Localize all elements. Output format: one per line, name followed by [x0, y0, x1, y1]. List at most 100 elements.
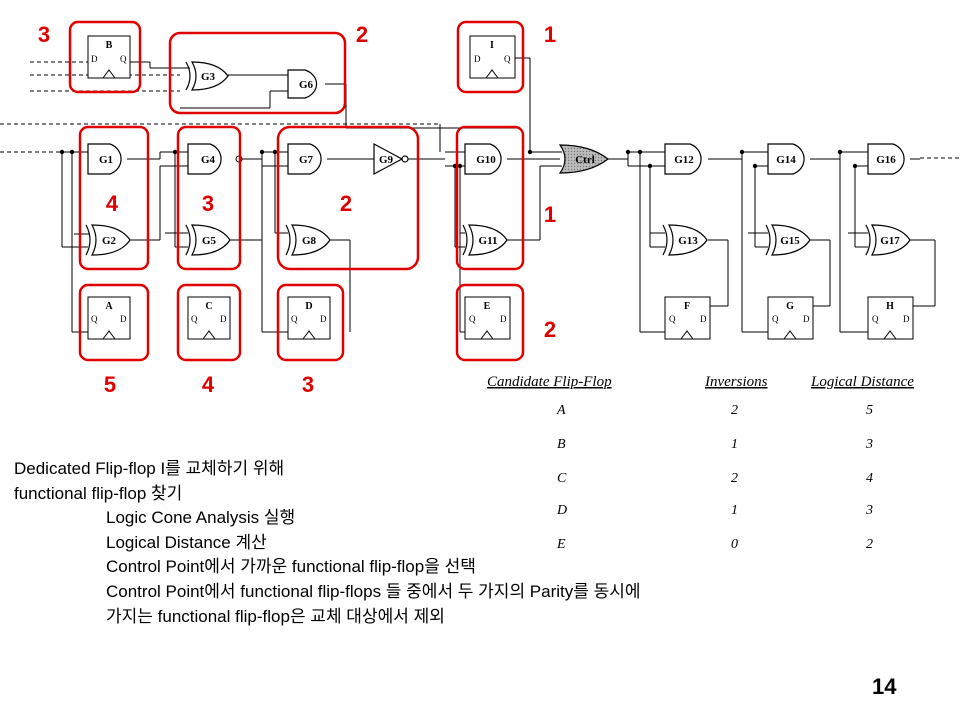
ff-label-c: C [205, 301, 212, 312]
gate-g15 [765, 224, 811, 256]
table-header-distance: Logical Distance [810, 374, 914, 390]
ff-label-e: E [484, 301, 491, 312]
gate-g3 [185, 61, 229, 91]
ff-c [187, 296, 231, 340]
label-g16: G16 [876, 154, 896, 166]
ff-label-g: G [786, 301, 794, 312]
gate-g4 [187, 143, 222, 175]
label-g8: G8 [302, 235, 317, 247]
table-cell: D [556, 503, 567, 518]
label-g3: G3 [201, 71, 216, 83]
distance-label-g10g11: 1 [544, 202, 556, 227]
wires [0, 57, 960, 333]
table-cell: 2 [731, 471, 738, 486]
notes-list: Dedicated Flip-flop I를 교체하기 위해 functiona… [14, 457, 641, 629]
ff-label-f: F [684, 301, 690, 312]
candidate-table: Candidate Flip-Flop Inversions Logical D… [487, 374, 914, 552]
ff-label-a: A [105, 301, 113, 312]
ff-label-d: D [305, 301, 312, 312]
pin-q: Q [772, 314, 779, 324]
highlight-a [78, 283, 150, 362]
gate-g5 [185, 224, 231, 256]
table-header-candidate: Candidate Flip-Flop [487, 374, 612, 390]
table-cell: 3 [865, 503, 873, 518]
gate-g10 [464, 143, 502, 175]
table-cell: A [556, 403, 566, 418]
label-g14: G14 [776, 154, 796, 166]
distance-label-g3g6: 2 [356, 22, 368, 47]
ff-g [767, 296, 814, 340]
gate-g6 [287, 69, 318, 99]
pin-q: Q [669, 314, 676, 324]
label-g1: G1 [99, 154, 113, 166]
gate-g14 [767, 143, 805, 175]
pin-q: Q [91, 314, 98, 324]
table-cell: 1 [731, 437, 738, 452]
gate-g12 [664, 143, 702, 175]
note-line: Logic Cone Analysis 실행 [106, 508, 296, 528]
table-cell: B [557, 437, 566, 452]
pin-d: D [474, 54, 481, 64]
note-line: Control Point에서 가까운 functional flip-flop… [106, 557, 476, 577]
gate-g13 [662, 224, 708, 256]
ff-d [287, 296, 331, 340]
table-cell: 4 [866, 471, 873, 486]
gate-g8 [285, 224, 331, 256]
note-line: Dedicated Flip-flop I를 교체하기 위해 [14, 459, 285, 478]
table-cell: E [556, 537, 566, 552]
table-cell: 2 [731, 403, 738, 418]
highlight-g4g5 [176, 125, 242, 271]
label-g17: G17 [880, 235, 900, 247]
pin-d: D [903, 314, 910, 324]
note-line: Logical Distance 계산 [106, 532, 267, 552]
table-header-inversions: Inversions [704, 374, 768, 390]
distance-label-b: 3 [38, 22, 50, 47]
clock-triangles [102, 69, 897, 340]
ff-a [87, 296, 131, 340]
highlight-boxes [68, 20, 525, 362]
label-g6: G6 [299, 79, 314, 91]
highlight-i [456, 20, 525, 94]
label-g9: G9 [379, 154, 394, 166]
distance-label-a: 5 [104, 372, 116, 397]
pin-q: Q [291, 314, 298, 324]
table-cell: 3 [865, 437, 873, 452]
note-line: 가지는 functional flip-flop은 교체 대상에서 제외 [106, 606, 445, 626]
label-g12: G12 [674, 154, 694, 166]
xor-gates [85, 61, 911, 256]
pin-q: Q [191, 314, 198, 324]
highlight-b [68, 20, 142, 94]
label-g11: G11 [479, 235, 498, 247]
highlight-c [176, 283, 242, 362]
note-line: Control Point에서 functional flip-flops 들 … [106, 581, 641, 601]
pin-d: D [220, 314, 227, 324]
pin-d: D [120, 314, 127, 324]
label-g2: G2 [102, 235, 117, 247]
highlight-g10g11 [455, 125, 525, 271]
highlight-d [276, 283, 345, 362]
page-number: 14 [872, 674, 897, 699]
ff-b [87, 35, 131, 79]
label-g15: G15 [780, 235, 800, 247]
and-gates [87, 69, 905, 175]
distance-label-d: 3 [302, 372, 314, 397]
distance-label-g7g9: 2 [340, 191, 352, 216]
pin-q: Q [872, 314, 879, 324]
table-cell: C [557, 471, 567, 486]
label-g4: G4 [201, 154, 216, 166]
pin-q: Q [120, 54, 127, 64]
highlight-g7g9 [276, 125, 420, 271]
table-cell: 0 [731, 537, 738, 552]
flip-flops [87, 35, 914, 340]
pin-q: Q [469, 314, 476, 324]
pin-q: Q [504, 54, 511, 64]
pin-d: D [803, 314, 810, 324]
pin-d: D [91, 54, 98, 64]
label-g5: G5 [202, 235, 217, 247]
distance-label-g1g2: 4 [106, 191, 119, 216]
gate-g2 [85, 224, 131, 256]
label-ctrl: Ctrl [575, 154, 595, 166]
note-line: functional flip-flop 찾기 [14, 483, 183, 503]
ff-label-b: B [106, 40, 113, 51]
